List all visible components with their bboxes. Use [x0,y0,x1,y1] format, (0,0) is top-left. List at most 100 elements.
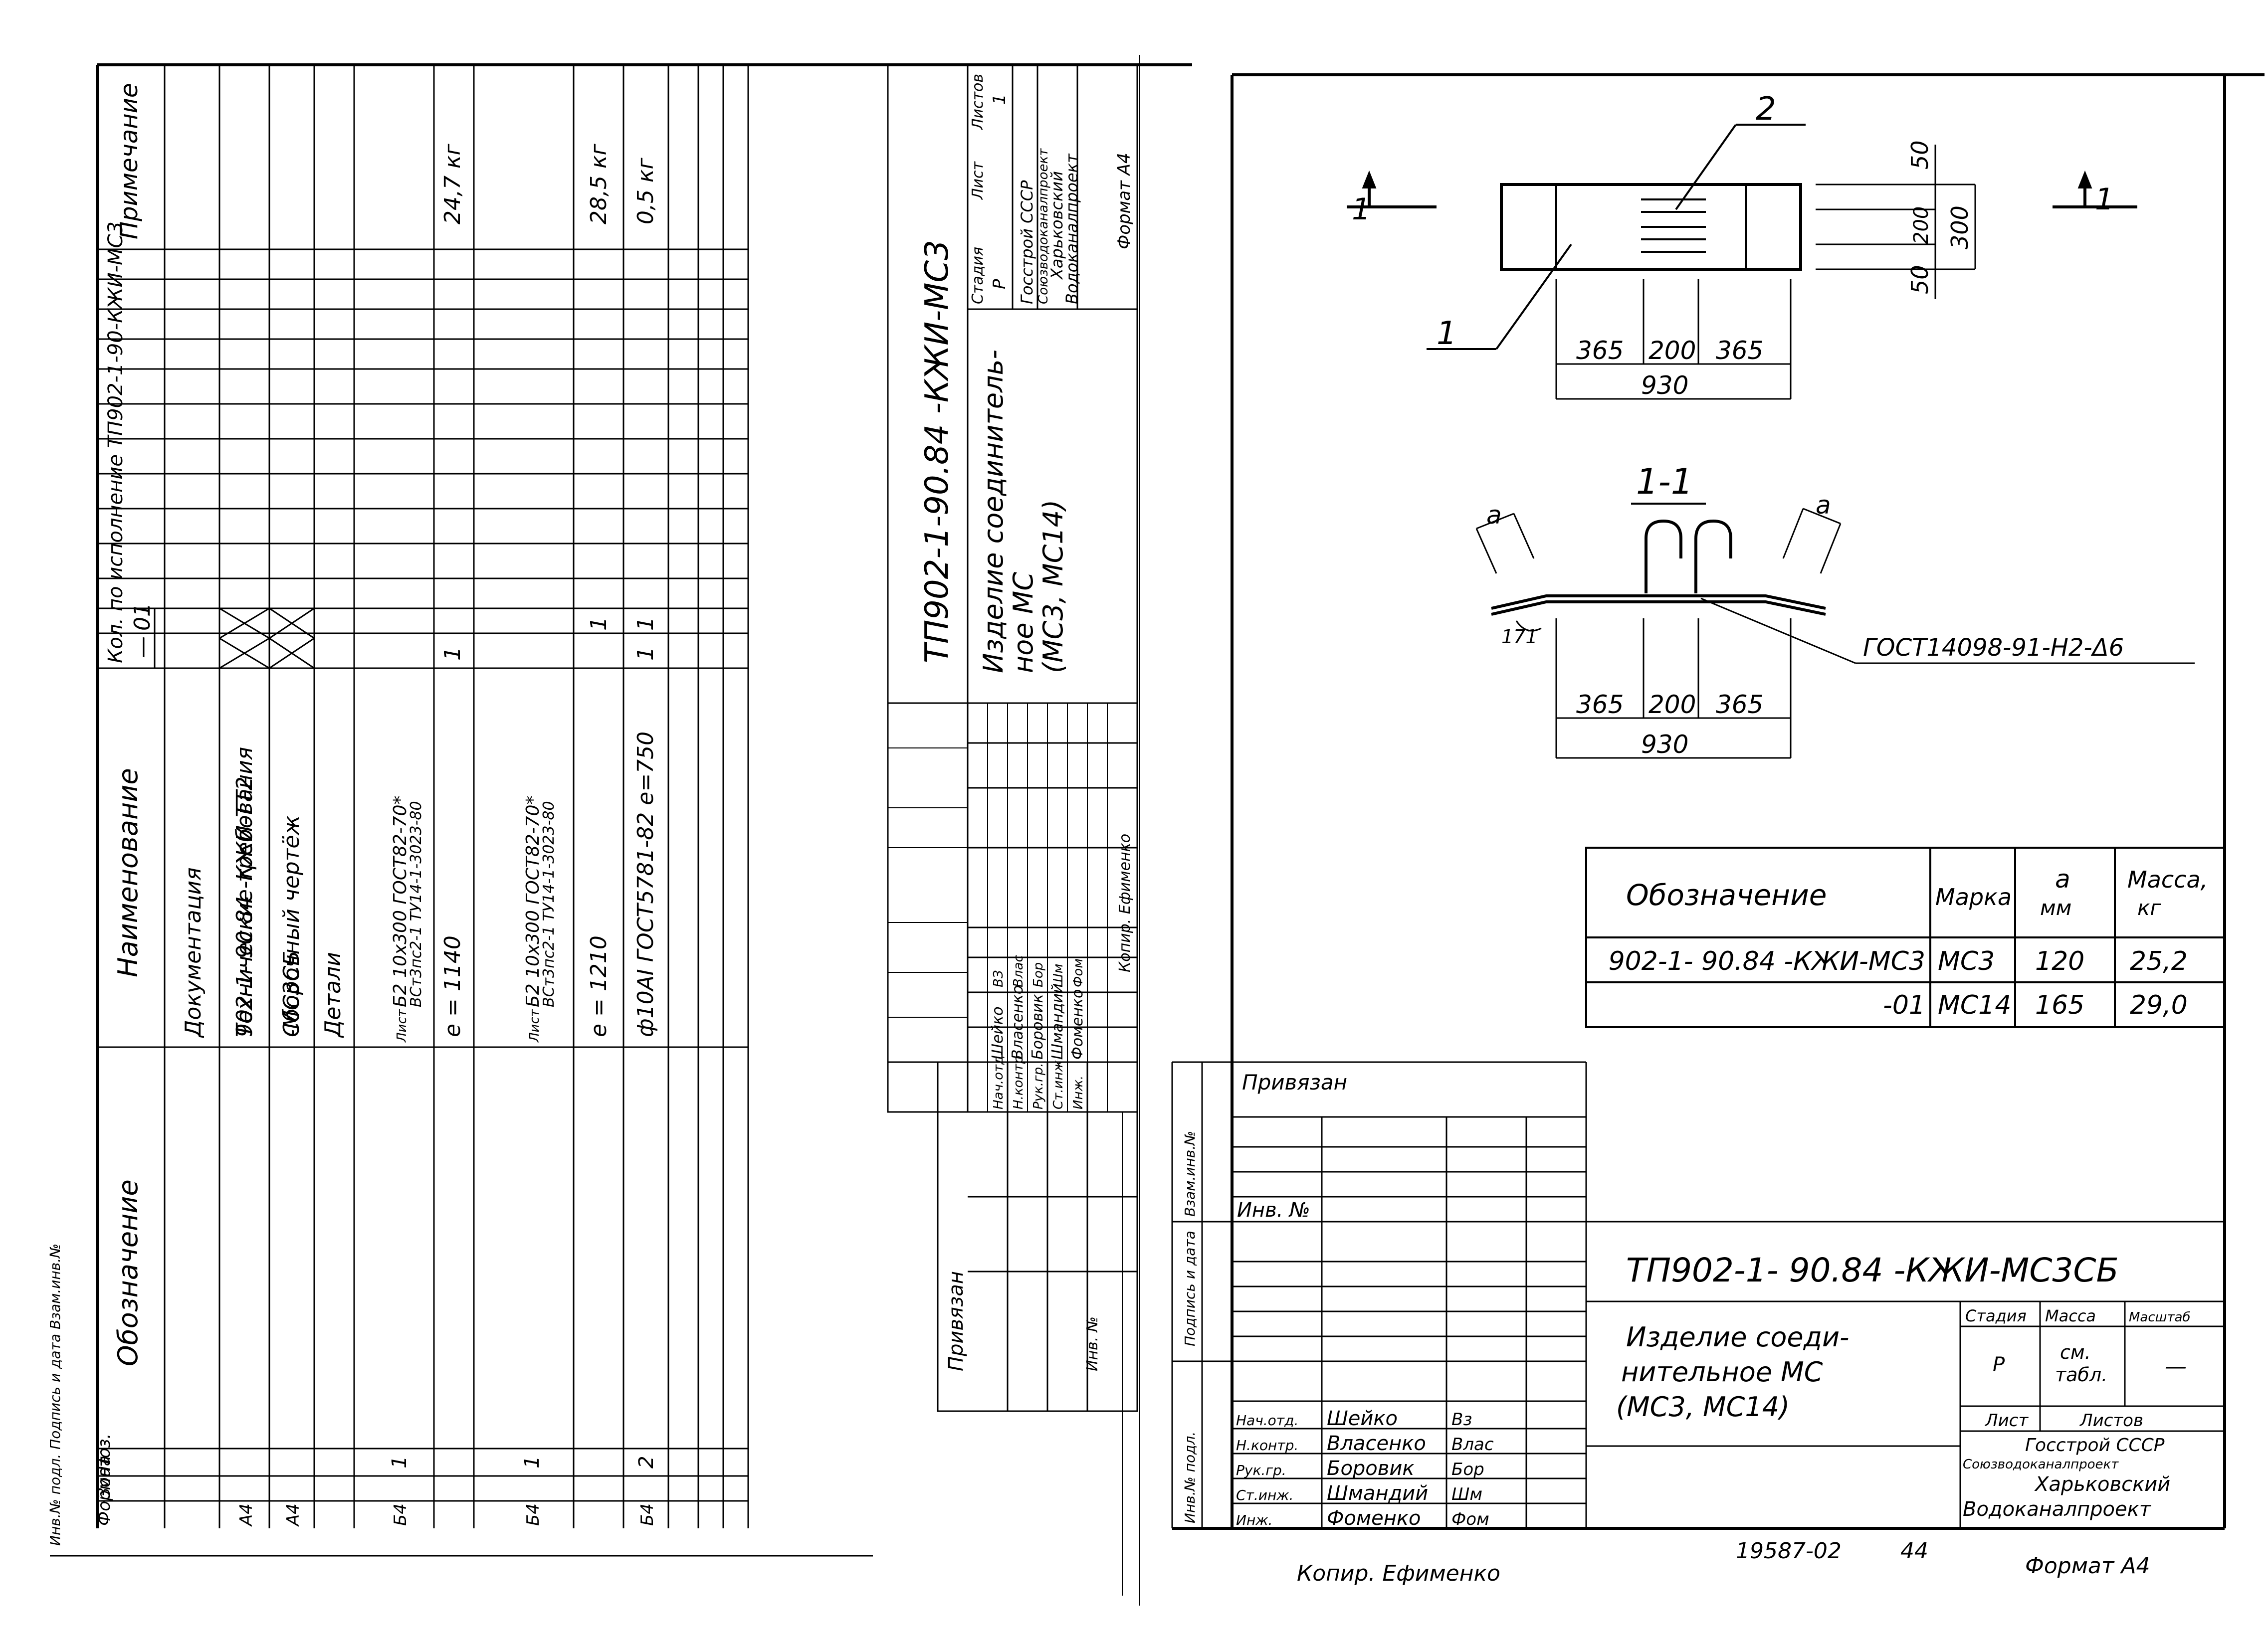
variant-mass: 29,0 [2130,990,2188,1020]
plan-dim-height: 300 [1946,205,1973,249]
table-hdr-mark: Марка [1935,884,2012,911]
right-title-1: Изделие соеди- [1626,1321,1850,1353]
section-dim-a-right: а [1816,491,1831,520]
hdr-format: Формат [94,1457,114,1526]
table-hdr-a: а [2055,865,2070,894]
spec-note: 0,5 кг [633,157,658,224]
spec-qty-1: 1 [633,617,658,631]
right-org-2: Союзводоканалпроект [1963,1457,2119,1472]
left-person-sign: ВЗ [991,970,1006,987]
right-person-name: Шмандий [1327,1482,1428,1505]
plan-dim-a: 365 [1576,336,1624,365]
variant-designation: 902-1- 90.84 -КЖИ-МС3 [1609,946,1925,976]
right-privyazan: Привязан [1242,1070,1347,1095]
right-stage-hdr: Стадия [1965,1306,2027,1325]
spec-designation: 902-1- 90.84 -КЖИ-ТТ2 [232,776,257,1037]
left-person-name: Власенко [1009,985,1027,1060]
plan-dim-b: 200 [1649,336,1696,365]
left-privyazan: Привязан [945,1271,968,1371]
spec-name-prefix: Лист [395,1009,410,1043]
spec-format: А4 [283,1503,303,1527]
spec-name: Б2 10х300 ГОСТ82-70* [523,796,543,1007]
footer-format: Формат А4 [2025,1553,2150,1579]
left-format: Формат А4 [1114,153,1134,249]
left-person-sign: Влас [1011,955,1026,987]
spec-name: Технические требования [232,747,257,1037]
section-label: 1-1 [1636,461,1693,502]
left-org-2: Союзводоканалпроект [1036,148,1051,304]
spec-name: ф10АI ГОСТ5781-82 е=750 [633,732,658,1037]
left-person-name: Фоменко [1069,989,1086,1060]
section-dim-b: 200 [1649,690,1696,719]
right-mass-2: табл. [2055,1364,2107,1386]
left-sheets-hdr: Листов [969,74,987,130]
hdr-name: Наименование [112,768,144,977]
variant-a: 120 [2035,946,2084,976]
footer-number: 19587-02 [1736,1538,1842,1564]
left-person-role: Нач.отд. [991,1052,1006,1109]
left-margin-text: Инв.№ подл. Подпись и дата Взам.инв.№ [47,1244,63,1546]
left-stage-hdr: Стадия [969,247,987,304]
right-person-sign: Вз [1451,1410,1472,1430]
spec-name-prefix: Лист [527,1009,542,1043]
left-title-1: Изделие соединитель- [978,350,1009,673]
right-person-sign: Бор [1451,1460,1484,1479]
left-person-sign: Бор [1031,962,1046,987]
right-person-name: Фоменко [1327,1507,1421,1530]
left-people: Нач.отд.ШейкоВЗН.контр.ВласенкоВласРук.г… [989,955,1086,1109]
spec-note: 28,5 кг [586,143,612,224]
hdr-pos: Поз. [94,1434,114,1471]
spec-pos: 1 [521,1456,544,1468]
left-copied: Копир. Ефименко [1116,834,1134,972]
footer-sheet: 44 [1900,1538,1928,1564]
left-person-sign: Шм [1051,964,1066,987]
right-person-role: Ст.инж. [1236,1487,1293,1503]
left-person-name: Шейко [989,1006,1007,1060]
variant-a: 165 [2035,990,2084,1020]
section-mark-right: 1 [2095,182,2114,217]
spec-pos: 1 [388,1456,411,1468]
hdr-zone: Зона [94,1456,114,1498]
right-org-4: Водоканалпроект [1963,1498,2152,1521]
spec-name: Документация [181,867,206,1038]
right-person-role: Рук.гр. [1236,1462,1286,1478]
left-person-role: Ст.инж. [1051,1056,1066,1109]
spec-qty-0: 1 [633,647,658,661]
right-mass-hdr: Масса [2045,1306,2096,1325]
right-inv-no: Инв. № [1237,1199,1310,1222]
table-hdr-mass: Масса, [2127,866,2208,893]
left-org-4: Водоканалпроект [1062,153,1081,304]
left-person-name: Боровик [1029,994,1046,1060]
variants-table: Обозначение Марка а мм Масса, кг 902-1- … [1585,847,2226,1028]
right-margin-b: Подпись и дата [1182,1231,1198,1346]
spec-name-2: ВСт3пс2-1 ТУ14-1-3023-80 [408,801,425,1007]
spec-name: е = 1140 [440,935,465,1037]
right-sheets-hdr: Листов [2079,1411,2143,1431]
right-person-role: Н.контр. [1236,1437,1298,1454]
section-dim-a-left: а [1486,501,1502,530]
right-stage: Р [1993,1353,2005,1376]
variant-mark: МС14 [1938,990,2011,1020]
right-sheet-hdr: Лист [1984,1411,2029,1431]
right-org-3: Харьковский [2034,1473,2170,1496]
section-dim-c: 365 [1716,690,1763,719]
left-sheet-hdr: Лист [969,161,987,200]
left-org-3: Харьковский [1047,171,1066,280]
right-person-sign: Фом [1451,1509,1489,1529]
spec-name: Сборочный чертёж [279,815,304,1037]
callout-2: 2 [1756,91,1776,128]
right-title-block: Привязан Инв. № ТП902-1- 90.84 -КЖИ-МС3С… [1171,1061,2225,1530]
left-title-block: ТП902-1-90.84 -КЖИ-МС3 Изделие соедините… [887,64,1138,1412]
hdr-qty: Кол. по исполнение ТП902-1-90-КЖИ-МС3 [104,221,127,663]
section-dim-total: 930 [1641,730,1688,759]
hdr-variant-0: — [130,636,155,658]
right-doc-code: ТП902-1- 90.84 -КЖИ-МС3СБ [1626,1251,2119,1289]
left-person-role: Инж. [1071,1076,1086,1109]
left-sheets: 1 [990,94,1010,105]
hdr-variant-1: 01 [130,603,155,631]
left-stage: Р [990,279,1010,289]
left-person-sign: Фом [1071,958,1086,987]
right-person-role: Нач.отд. [1236,1412,1298,1429]
